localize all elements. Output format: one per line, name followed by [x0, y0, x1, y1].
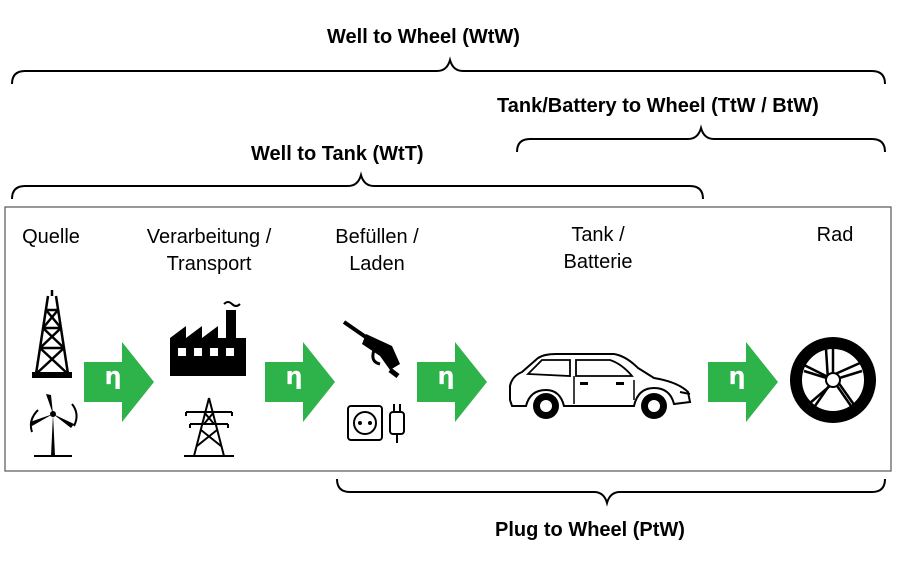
stage-rad: Rad	[800, 222, 870, 249]
wheel-icon	[790, 337, 876, 423]
stage-quelle-label: Quelle	[22, 226, 80, 248]
stage-rad-label: Rad	[816, 224, 854, 246]
efficiency-symbol: η	[104, 362, 122, 390]
stage-quelle: Quelle	[12, 224, 90, 251]
wind-turbine-icon	[29, 394, 78, 457]
efficiency-arrow-3: η	[417, 342, 489, 422]
power-pylon-icon	[184, 397, 234, 457]
efficiency-symbol: η	[437, 362, 455, 390]
wtw-label: Well to Wheel (WtW)	[327, 26, 520, 48]
stage-verarbeitung-line1: Verarbeitung /	[146, 226, 272, 248]
ptw-label: Plug to Wheel (PtW)	[495, 519, 685, 541]
efficiency-symbol: η	[728, 362, 746, 390]
ttw-label: Tank/Battery to Wheel (TtW / BtW)	[497, 95, 819, 117]
efficiency-arrow-1: η	[84, 342, 156, 422]
efficiency-symbol: η	[285, 362, 303, 390]
power-socket-plug-icon	[347, 404, 405, 443]
ptw-bracket	[336, 478, 886, 507]
oil-rig-icon	[32, 290, 72, 378]
wtt-label: Well to Tank (WtT)	[251, 143, 424, 165]
stage-tank: Tank / Batterie	[548, 222, 648, 276]
wtt-bracket	[11, 171, 704, 200]
stage-befuellen: Befüllen / Laden	[318, 224, 436, 278]
stage-befuellen-line2: Laden	[349, 253, 405, 275]
stage-tank-line1: Tank /	[571, 224, 625, 246]
stage-verarbeitung-line2: Transport	[166, 253, 252, 275]
process-frame	[4, 206, 892, 472]
stage-befuellen-line1: Befüllen /	[335, 226, 419, 248]
fuel-nozzle-icon	[342, 320, 400, 378]
factory-icon	[170, 301, 246, 376]
car-icon	[509, 353, 692, 419]
wtw-bracket	[11, 56, 886, 85]
ttw-bracket	[516, 124, 886, 153]
efficiency-arrow-4: η	[708, 342, 780, 422]
stage-tank-line2: Batterie	[563, 251, 633, 273]
stage-verarbeitung: Verarbeitung / Transport	[124, 224, 294, 278]
efficiency-arrow-2: η	[265, 342, 337, 422]
